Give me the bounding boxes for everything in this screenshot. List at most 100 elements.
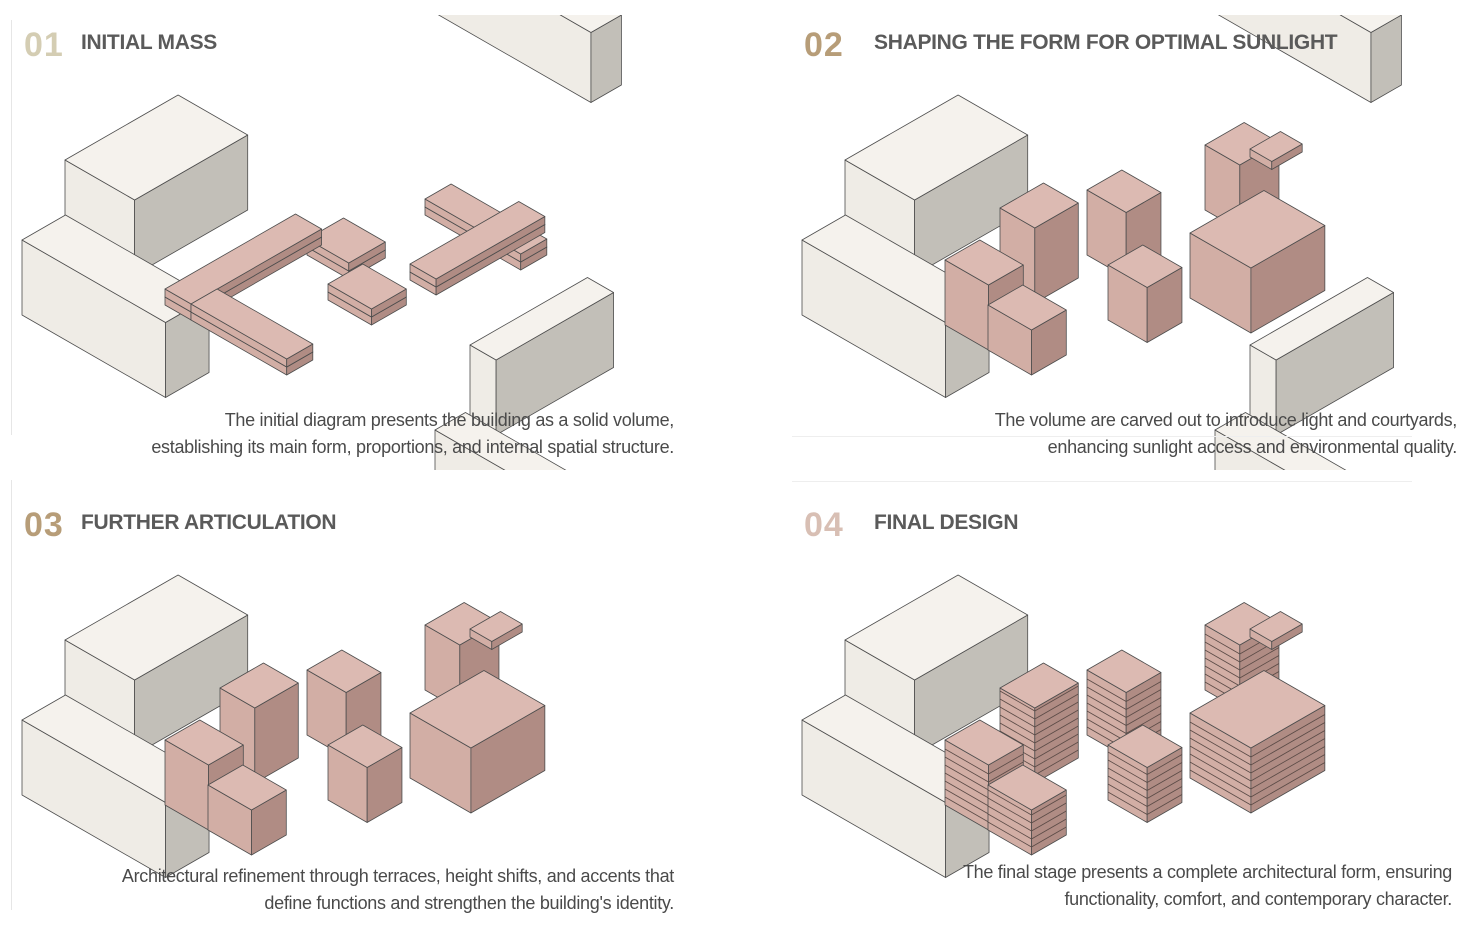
floor-line	[1034, 717, 1079, 744]
floor-line	[1204, 641, 1240, 663]
floor-line	[999, 690, 1035, 712]
floor-line	[1034, 733, 1079, 760]
floor-line	[1034, 709, 1079, 736]
divider	[11, 480, 12, 910]
diagram-initial-mass	[21, 15, 622, 470]
existing-building-face	[1370, 15, 1402, 103]
step-title: FINAL DESIGN	[874, 511, 1019, 534]
step-title: FURTHER ARTICULATION	[81, 511, 337, 534]
floor-line	[944, 772, 989, 799]
floor-line	[1250, 730, 1326, 774]
floor-line	[944, 756, 989, 783]
floor-line	[1250, 722, 1326, 766]
new-mass-roof	[987, 764, 1067, 811]
divider	[792, 481, 1412, 482]
existing-building-roof	[844, 94, 1029, 201]
floor-line	[1189, 721, 1252, 758]
floor-line	[1125, 705, 1162, 726]
floor-line	[1239, 647, 1280, 671]
floor-line	[1250, 754, 1326, 798]
floor-line	[1034, 725, 1079, 752]
new-mass-roof	[1086, 649, 1162, 693]
existing-building-face	[590, 15, 622, 103]
floor-line	[988, 753, 1024, 775]
floor-line	[1031, 802, 1067, 824]
new-mass-roof	[164, 719, 244, 766]
floor-line	[1125, 697, 1162, 718]
floor-line	[987, 813, 1032, 840]
step-title: INITIAL MASS	[81, 31, 218, 54]
floor-line	[1125, 689, 1162, 710]
floor-line	[1107, 783, 1148, 807]
step-description: The volume are carved out to introduce l…	[994, 410, 1458, 457]
floor-line	[1031, 810, 1067, 832]
new-mass-roof	[987, 284, 1067, 331]
floor-line	[1146, 778, 1183, 799]
floor-line	[944, 788, 989, 815]
existing-building-roof	[1214, 412, 1347, 470]
step-panel-3: 03 FURTHER ARTICULATION Architectural re…	[0, 480, 735, 950]
floor-line	[1107, 775, 1148, 799]
new-mass-roof	[469, 611, 523, 642]
floor-line	[1107, 759, 1148, 783]
floor-line	[1034, 693, 1079, 720]
new-mass-roof	[1107, 244, 1183, 288]
new-mass-roof	[944, 239, 1024, 286]
existing-building-roof	[1339, 15, 1402, 33]
floor-line	[1125, 713, 1162, 734]
floor-line	[1034, 741, 1079, 768]
existing-building-roof	[64, 94, 249, 201]
step-number: 03	[24, 506, 64, 544]
existing-building-roof	[64, 574, 249, 681]
new-mass-roof	[944, 719, 1024, 766]
divider	[11, 20, 12, 435]
new-mass-roof	[190, 288, 314, 360]
floor-line	[1189, 753, 1252, 790]
floor-line	[987, 789, 1032, 816]
floor-line	[987, 805, 1032, 832]
floor-line	[987, 821, 1032, 848]
floor-line	[1189, 729, 1252, 766]
floor-line	[1031, 794, 1067, 816]
divider	[792, 436, 1412, 437]
floor-line	[988, 761, 1024, 783]
floor-line	[1250, 738, 1326, 782]
floor-line	[999, 698, 1035, 720]
floor-line	[987, 797, 1032, 824]
floor-line	[1107, 751, 1148, 775]
floor-line	[1146, 754, 1183, 775]
floor-line	[1146, 794, 1183, 815]
floor-line	[1086, 694, 1127, 718]
floor-line	[999, 706, 1035, 728]
floor-line	[1189, 745, 1252, 782]
floor-line	[1034, 749, 1079, 776]
floor-line	[1204, 633, 1240, 655]
floor-line	[944, 780, 989, 807]
floor-line	[944, 796, 989, 823]
existing-building-roof	[469, 277, 614, 361]
existing-building-roof	[434, 412, 567, 470]
step-title: SHAPING THE FORM FOR OPTIMAL SUNLIGHT	[874, 31, 1338, 54]
floor-line	[1125, 681, 1162, 702]
new-mass-roof	[1086, 169, 1162, 213]
step-description: Architectural refinement through terrace…	[121, 866, 674, 913]
new-mass-roof	[327, 724, 403, 768]
floor-line	[1034, 685, 1079, 712]
step-number: 04	[804, 506, 844, 544]
floor-line	[1034, 701, 1079, 728]
floor-line	[1189, 761, 1252, 798]
new-mass-roof	[999, 182, 1079, 229]
floor-line	[1146, 786, 1183, 807]
new-mass-roof	[1107, 724, 1183, 768]
floor-line	[1146, 770, 1183, 791]
floor-line	[1189, 769, 1252, 806]
new-mass-roof	[306, 649, 382, 693]
existing-building-roof	[1249, 277, 1394, 361]
floor-line	[1239, 655, 1280, 679]
new-mass-roof	[1249, 131, 1303, 162]
floor-line	[1204, 657, 1240, 679]
floor-line	[1204, 665, 1240, 687]
new-mass-roof	[409, 670, 546, 749]
new-mass-roof	[409, 201, 546, 280]
floor-line	[1086, 686, 1127, 710]
